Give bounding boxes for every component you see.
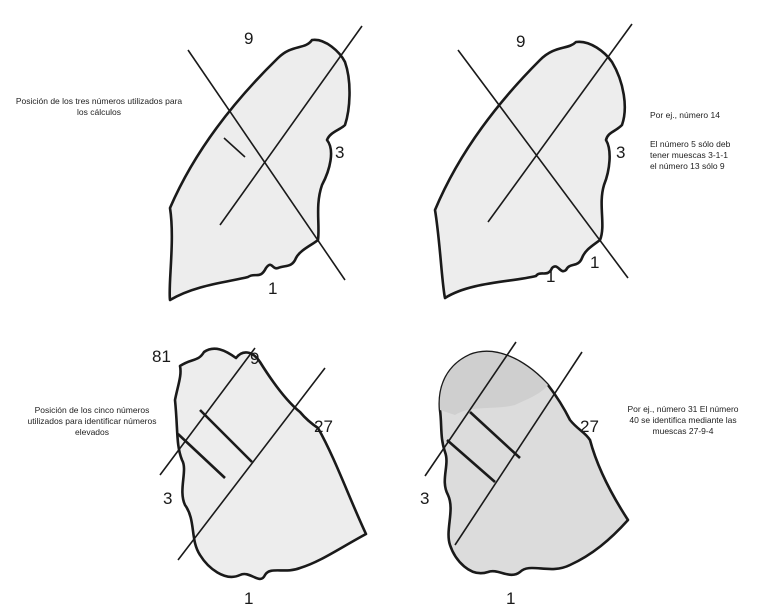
caption-top-right: Por ej., número 14 El número 5 sólo deb … bbox=[650, 110, 768, 172]
notch-number-27: 27 bbox=[580, 417, 599, 436]
caption-bottom-right: Por ej., número 31 El número 40 se ident… bbox=[622, 404, 744, 437]
notch-number-3: 3 bbox=[335, 143, 344, 162]
notch-number-9: 9 bbox=[516, 32, 525, 51]
notch-number-3: 3 bbox=[420, 489, 429, 508]
ear-outline bbox=[175, 349, 366, 579]
ear-bottom-right: 27 3 1 bbox=[420, 342, 628, 608]
ear-top-left: 9 3 1 bbox=[170, 26, 362, 300]
notch-number-9: 9 bbox=[250, 349, 259, 368]
notch-number-9: 9 bbox=[244, 29, 253, 48]
notch-number-1: 1 bbox=[268, 279, 277, 298]
notch-number-1: 1 bbox=[244, 589, 253, 608]
notch-number-3: 3 bbox=[163, 489, 172, 508]
caption-line: Por ej., número 14 bbox=[650, 110, 768, 121]
caption-line: El número 5 sólo deb bbox=[650, 139, 768, 150]
notch-number-1: 1 bbox=[506, 589, 515, 608]
notch-number-1: 1 bbox=[546, 267, 555, 286]
ear-bottom-left: 81 9 27 3 1 bbox=[152, 347, 366, 608]
caption-top-left: Posición de los tres números utilizados … bbox=[14, 96, 184, 118]
caption-bottom-left: Posición de los cinco números utilizados… bbox=[22, 405, 162, 438]
notch-number-81: 81 bbox=[152, 347, 171, 366]
caption-line: tener muescas 3-1-1 bbox=[650, 150, 768, 161]
notch-number-3: 3 bbox=[616, 143, 625, 162]
notch-number-27: 27 bbox=[314, 417, 333, 436]
ear-top-right: 9 3 1 1 bbox=[435, 24, 632, 298]
notch-number-1b: 1 bbox=[590, 253, 599, 272]
caption-line: el número 13 sólo 9 bbox=[650, 161, 768, 172]
